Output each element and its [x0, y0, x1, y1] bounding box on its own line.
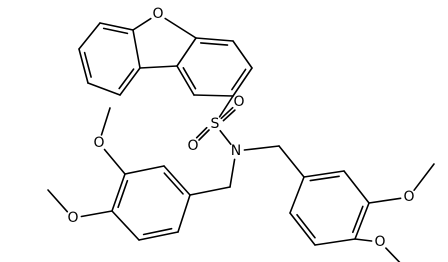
bond-22-23 [111, 210, 140, 241]
bond-34-35 [289, 212, 316, 246]
atom-label-background [373, 235, 387, 249]
bond-2-3 [99, 22, 134, 31]
bond-24-19 [177, 194, 191, 233]
bond-7-2 [132, 29, 141, 69]
bond-32-33 [354, 202, 370, 240]
bond-layer [47, 17, 435, 262]
bond-19-20-inner [163, 172, 184, 195]
bond-30-31 [303, 170, 345, 178]
bond-14-15 [220, 106, 234, 120]
atom-o-25: O [92, 135, 106, 151]
atom-label-text: O [93, 135, 104, 151]
bond-10-11-inner [231, 68, 247, 91]
atom-label-background [232, 95, 246, 109]
bond-14-16 [198, 129, 210, 141]
atom-label-background [229, 144, 243, 158]
atom-label-background [402, 190, 416, 204]
bond-2-3-inner [102, 27, 129, 35]
atom-label-background [208, 117, 222, 131]
bond-3-4 [78, 22, 101, 50]
bond-25-26 [100, 107, 111, 136]
bond-4-5-inner [83, 51, 92, 78]
atom-o-15: O [232, 94, 246, 110]
bond-6-7-inner [118, 68, 135, 90]
bond-5-6 [87, 82, 121, 96]
atom-o-1: O [151, 6, 165, 22]
bond-14-15-second [222, 109, 236, 122]
atom-label-text: O [233, 94, 244, 110]
bond-11-12 [232, 40, 253, 69]
atom-label-text: N [231, 143, 241, 159]
bond-20-21 [124, 165, 165, 175]
bond-38-39 [385, 247, 401, 262]
atom-label-text: O [187, 138, 198, 154]
bond-9-10 [193, 94, 234, 97]
bond-8-9-inner [182, 67, 197, 90]
bond-19-20 [163, 165, 191, 196]
bond-22-27 [80, 210, 113, 218]
atom-label-text: O [152, 6, 163, 22]
atom-o-38: O [373, 234, 387, 250]
bond-14-16-second [195, 126, 208, 139]
bond-6-7 [119, 67, 141, 96]
atom-label-background [66, 211, 80, 225]
bond-33-34 [314, 238, 356, 246]
atom-n-17: N [229, 143, 243, 159]
atom-label-text: S [211, 116, 220, 132]
bond-23-24 [138, 231, 179, 241]
bond-8-9 [176, 65, 195, 96]
bond-31-32 [343, 170, 370, 204]
bond-7-8 [139, 65, 178, 69]
atom-label-text: O [403, 189, 414, 205]
bond-14-17 [219, 129, 232, 146]
atom-o-27: O [66, 210, 80, 226]
bond-17-18 [229, 158, 236, 188]
bond-32-36 [368, 197, 402, 204]
bond-10-11 [232, 67, 253, 97]
bond-13-1 [164, 17, 197, 39]
bond-13-8 [176, 37, 197, 67]
atom-label-background [92, 136, 106, 150]
atom-s-14: S [208, 116, 222, 132]
atom-label-background [186, 139, 200, 153]
bond-21-25 [103, 148, 126, 175]
atom-label-background [151, 7, 165, 21]
bond-12-13-inner [200, 42, 229, 46]
bond-36-37 [413, 163, 435, 191]
bond-23-24-inner [142, 227, 173, 236]
atom-o-16: O [186, 138, 200, 154]
bond-21-22-inner [117, 179, 129, 209]
bond-4-5 [78, 48, 89, 84]
atom-label-text: O [374, 234, 385, 250]
bond-1-2 [132, 17, 152, 31]
bond-21-22 [111, 173, 126, 212]
bond-29-30 [278, 145, 305, 178]
bond-18-19 [189, 186, 231, 196]
bond-34-35-inner [296, 213, 316, 239]
atom-label-text: O [67, 210, 78, 226]
bond-33-38 [354, 238, 373, 242]
bond-30-31-inner [309, 175, 340, 182]
atom-o-36: O [402, 189, 416, 205]
bond-12-13 [195, 37, 234, 42]
bond-32-33-inner [351, 205, 364, 234]
bond-10-14 [218, 95, 234, 118]
bond-17-29 [243, 145, 280, 151]
bond-27-28 [47, 189, 69, 213]
bond-35-30 [289, 176, 305, 214]
